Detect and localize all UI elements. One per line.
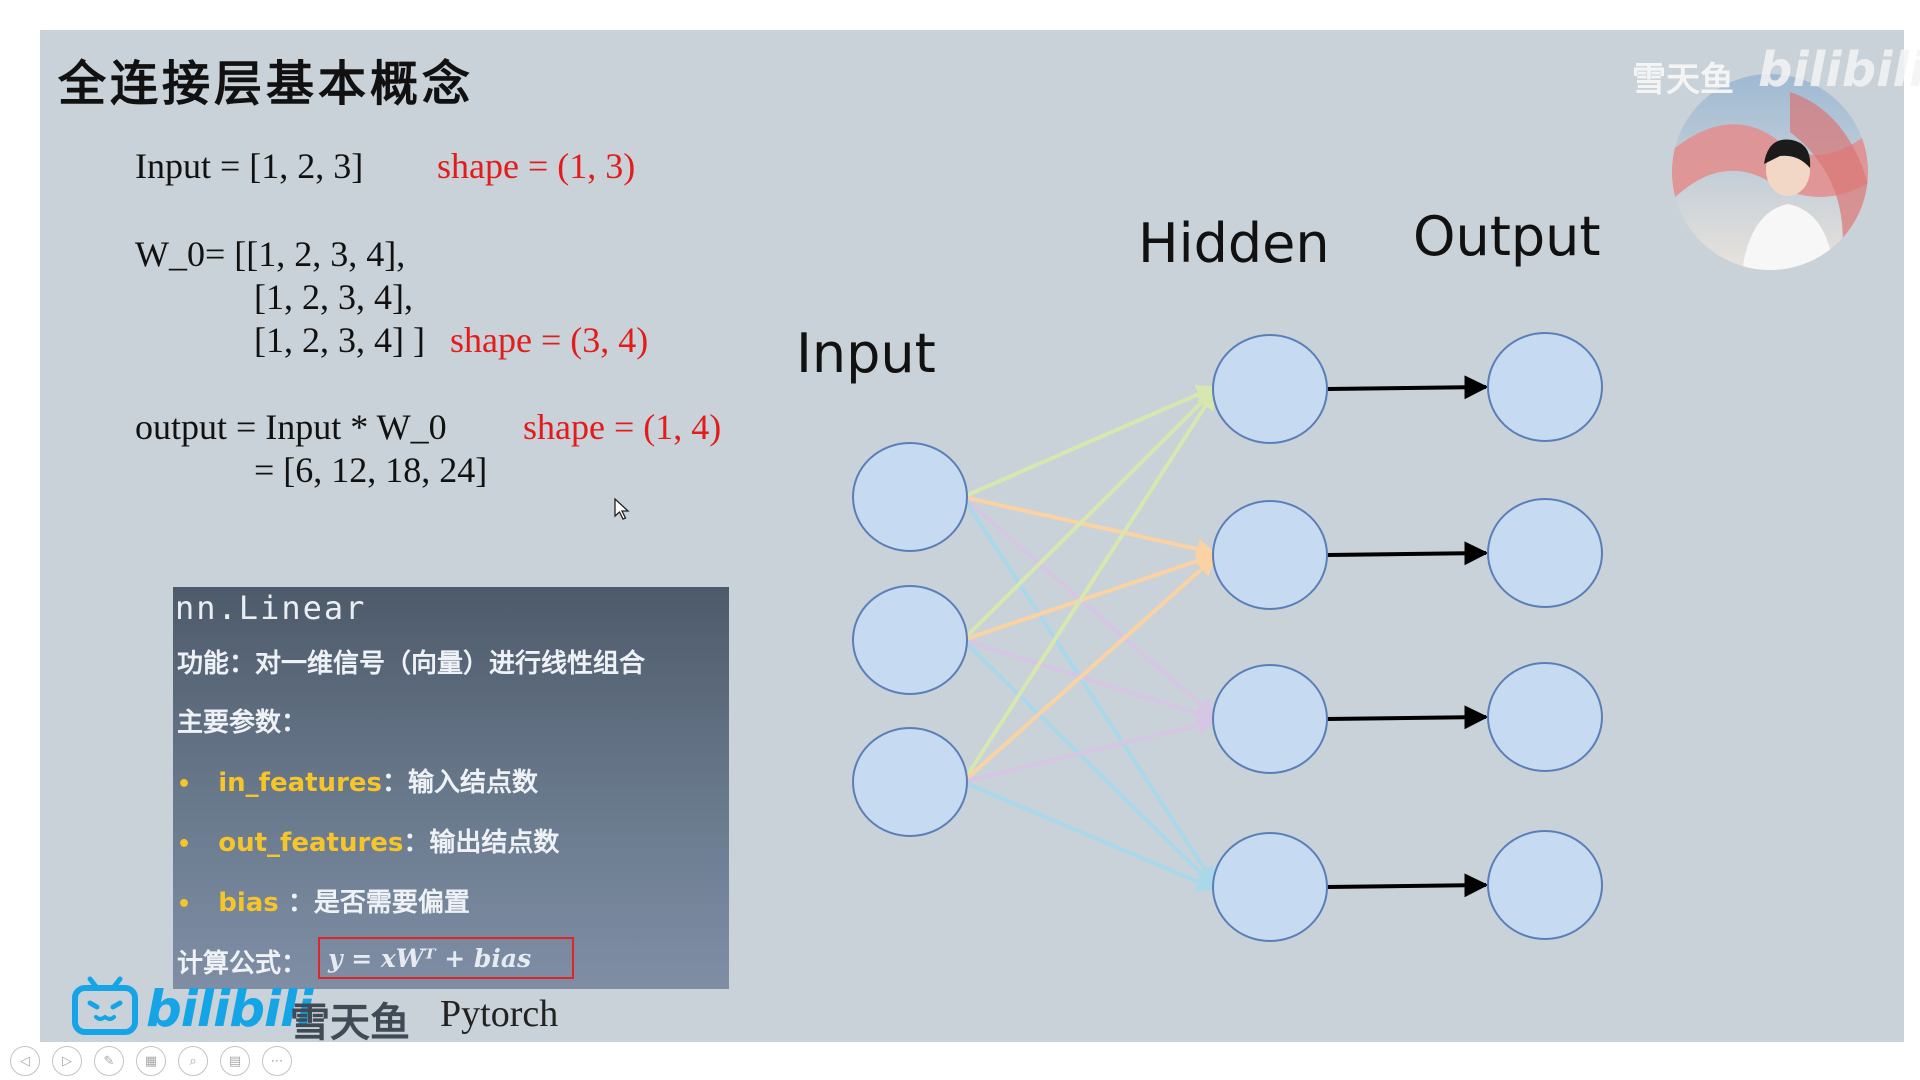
more-icon: ⋯	[270, 1053, 284, 1069]
panel-formula-label: 计算公式：	[177, 949, 308, 979]
slides-grid-button[interactable]: ▦	[136, 1046, 166, 1076]
hidden-layer-label: Hidden	[1138, 212, 1330, 275]
zoom-icon: ⌕	[189, 1053, 197, 1069]
param-item: • in_features：输入结点数	[177, 762, 538, 799]
param-sep: ：	[382, 768, 409, 798]
prev-icon: ◁	[20, 1053, 30, 1069]
panel-params-heading: 主要参数：	[177, 708, 308, 738]
pen-icon: ✎	[103, 1053, 115, 1069]
param-item: • out_features：输出结点数	[177, 822, 559, 859]
next-icon: ▷	[62, 1053, 72, 1069]
hidden-node	[1212, 500, 1328, 610]
output-node	[1487, 662, 1603, 772]
input-node	[852, 585, 968, 695]
input-node	[852, 727, 968, 837]
formula-text: y = xWᵀ + bias	[328, 944, 532, 973]
connection-edge	[962, 780, 1217, 892]
output-node	[1487, 498, 1603, 608]
zoom-button[interactable]: ⌕	[178, 1046, 208, 1076]
output-layer-label: Output	[1413, 205, 1601, 268]
weight-shape: shape = (3, 4)	[450, 320, 649, 360]
slide-canvas: 全连接层基本概念 Input = [1, 2, 3] shape = (1, 3…	[40, 30, 1920, 1046]
connection-edge	[962, 638, 1217, 724]
input-shape: shape = (1, 3)	[437, 146, 636, 186]
watermark-brand: bilibili	[1758, 42, 1920, 98]
avatar	[1672, 74, 1868, 270]
hidden-node	[1212, 664, 1328, 774]
pen-button[interactable]: ✎	[94, 1046, 124, 1076]
output-node	[1487, 830, 1603, 940]
network-diagram	[852, 332, 1603, 942]
output-shape: shape = (1, 4)	[523, 407, 722, 447]
subtitles-icon: ▤	[228, 1053, 242, 1069]
output-line-1: output = Input * W_0	[135, 407, 447, 447]
connection-edge	[961, 387, 1217, 642]
param-desc: 输出结点数	[429, 828, 560, 858]
grid-icon: ▦	[144, 1053, 158, 1069]
subtitles-button[interactable]: ▤	[220, 1046, 250, 1076]
bullet-icon: •	[177, 832, 192, 857]
param-sep: ：	[403, 828, 430, 858]
param-name: bias	[218, 888, 279, 918]
param-name: in_features	[218, 768, 383, 798]
bilibili-logo: bilibili	[146, 980, 313, 1038]
panel-function-line: 功能：对一维信号（向量）进行线性组合	[177, 649, 646, 679]
connection-edge	[961, 555, 1217, 784]
connection-edge	[961, 495, 1217, 719]
output-node	[1487, 332, 1603, 442]
weight-line-2: [1, 2, 3, 4],	[254, 277, 413, 317]
panel-heading: nn.Linear	[175, 589, 367, 627]
connection-edge	[961, 638, 1217, 889]
param-desc: 输入结点数	[408, 768, 539, 798]
connection-edge	[961, 389, 1217, 784]
weight-line-3: [1, 2, 3, 4] ]	[254, 320, 425, 360]
hidden-node	[1212, 334, 1328, 444]
footer-author: 雪天鱼	[290, 1000, 410, 1046]
connection-edge	[962, 551, 1217, 642]
hidden-node	[1212, 832, 1328, 942]
output-arrow	[1326, 873, 1489, 898]
formula-box: y = xWᵀ + bias	[318, 937, 574, 979]
bullet-icon: •	[177, 892, 192, 917]
param-item: • bias ：是否需要偏置	[177, 882, 470, 919]
mouse-cursor-icon	[614, 498, 630, 520]
param-name: out_features	[218, 828, 404, 858]
bullet-icon: •	[177, 772, 192, 797]
footer-topic: Pytorch	[440, 993, 559, 1035]
param-sep: ：	[278, 888, 314, 918]
connection-edge	[962, 385, 1217, 499]
connection-edge	[962, 715, 1217, 784]
bilibili-tv-icon	[72, 976, 138, 1035]
output-line-2: = [6, 12, 18, 24]	[254, 450, 488, 490]
prev-slide-button[interactable]: ◁	[10, 1046, 40, 1076]
param-desc: 是否需要偏置	[313, 888, 470, 918]
output-arrow	[1326, 375, 1489, 400]
input-layer-label: Input	[796, 322, 936, 385]
input-line: Input = [1, 2, 3]	[135, 146, 364, 186]
more-button[interactable]: ⋯	[262, 1046, 292, 1076]
connection-edge	[962, 495, 1217, 559]
output-arrow	[1326, 705, 1489, 730]
output-arrow	[1326, 541, 1489, 566]
nn-linear-panel: nn.Linear 功能：对一维信号（向量）进行线性组合 主要参数： • in_…	[173, 587, 729, 989]
slide-title: 全连接层基本概念	[58, 56, 475, 112]
next-slide-button[interactable]: ▷	[52, 1046, 82, 1076]
connection-edge	[961, 495, 1217, 887]
watermark-author: 雪天鱼	[1632, 60, 1734, 100]
weight-line-1: W_0= [[1, 2, 3, 4],	[135, 234, 406, 274]
input-node	[852, 442, 968, 552]
